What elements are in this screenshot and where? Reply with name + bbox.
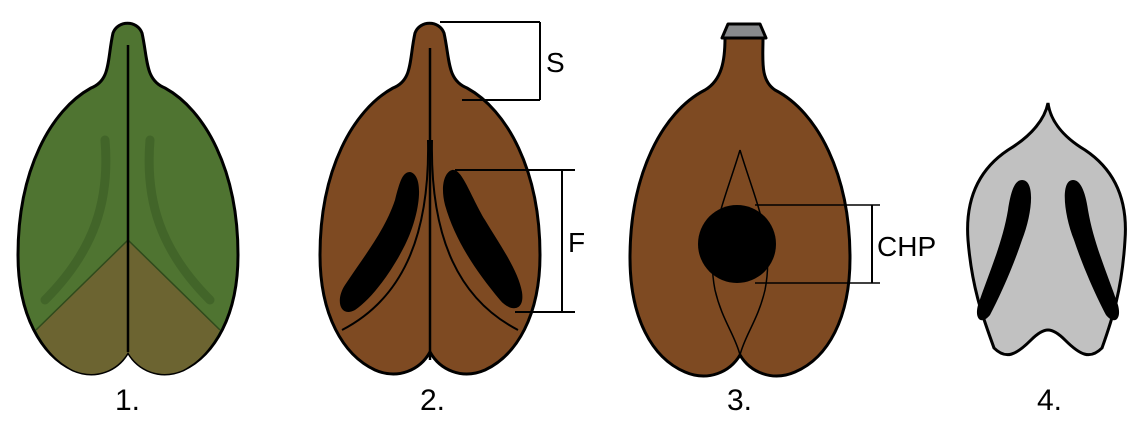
figure-4-number: 4.: [1037, 384, 1062, 417]
dimension-f-label: F: [568, 227, 585, 258]
figure-4: 4.: [968, 103, 1126, 417]
dimension-s-label: S: [546, 47, 565, 78]
seed-3-top-cut: [722, 24, 766, 38]
figure-1: 1.: [18, 23, 238, 417]
figure-3: CHP 3.: [630, 24, 936, 417]
seed-4-section: [968, 103, 1126, 355]
figure-1-number: 1.: [115, 384, 140, 417]
figure-2-number: 2.: [420, 384, 445, 417]
figure-2: S F 2.: [320, 22, 585, 417]
seed-3-chalaza: [698, 205, 776, 283]
figure-3-number: 3.: [727, 384, 752, 417]
dimension-chp-label: CHP: [877, 231, 936, 262]
